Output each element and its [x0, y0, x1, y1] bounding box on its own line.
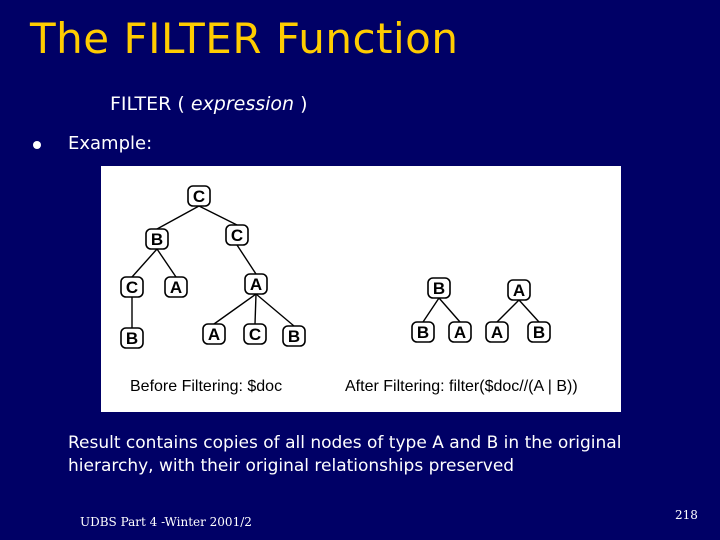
after-tree-node: B — [411, 321, 435, 343]
after-tree-node: A — [485, 321, 509, 343]
node-label: B — [433, 279, 445, 298]
syntax-keyword: FILTER — [110, 93, 172, 115]
node-label: A — [208, 325, 220, 344]
node-label: C — [231, 226, 243, 245]
node-box — [202, 323, 226, 345]
before-tree-node: C — [243, 323, 267, 345]
node-label: A — [170, 278, 182, 297]
node-box — [448, 321, 472, 343]
syntax-open-paren: ( — [177, 93, 185, 115]
before-tree-edge — [213, 293, 257, 325]
node-box — [243, 323, 267, 345]
node-box — [507, 279, 531, 301]
syntax-line: FILTER ( expression ) — [110, 93, 308, 115]
node-label: A — [250, 275, 262, 294]
node-label: C — [193, 187, 205, 206]
before-tree-node: A — [164, 276, 188, 298]
syntax-close-paren: ) — [300, 93, 308, 115]
before-tree-node: C — [225, 224, 249, 246]
before-tree-node: A — [202, 323, 226, 345]
before-tree-edge — [156, 205, 200, 230]
before-tree-edge — [255, 293, 295, 327]
node-label: B — [126, 329, 138, 348]
node-box — [282, 325, 306, 347]
edges-layer — [131, 205, 540, 328]
before-tree-node: A — [244, 273, 268, 295]
result-text: Result contains copies of all nodes of t… — [68, 433, 622, 476]
before-tree-edge — [254, 293, 257, 325]
node-box — [187, 185, 211, 207]
node-label: C — [126, 278, 138, 297]
after-tree-edge — [422, 297, 440, 323]
before-tree-node: B — [282, 325, 306, 347]
after-tree-edge — [438, 297, 461, 323]
before-tree-node: C — [120, 276, 144, 298]
node-label: A — [491, 323, 503, 342]
node-label: B — [533, 323, 545, 342]
nodes-layer: C B C C A A B A C B B A B A A B — [120, 185, 551, 349]
before-tree-edge — [156, 248, 177, 278]
syntax-argument: expression — [190, 93, 295, 115]
node-label: C — [249, 325, 261, 344]
page-number: 218 — [675, 508, 698, 522]
after-tree-node: B — [527, 321, 551, 343]
before-tree-edge — [236, 244, 257, 275]
example-label: Example: — [68, 133, 153, 154]
node-box — [120, 276, 144, 298]
before-tree-node: B — [145, 228, 169, 250]
before-caption: Before Filtering: $doc — [130, 378, 282, 395]
after-tree-node: A — [448, 321, 472, 343]
node-label: A — [513, 281, 525, 300]
node-label: A — [454, 323, 466, 342]
node-box — [527, 321, 551, 343]
before-tree-edge — [198, 205, 238, 226]
after-caption: After Filtering: filter($doc//(A | B)) — [345, 378, 578, 395]
node-box — [427, 277, 451, 299]
node-box — [411, 321, 435, 343]
bullet-dot-icon — [33, 141, 41, 149]
after-tree-edge — [496, 299, 520, 323]
node-label: B — [417, 323, 429, 342]
node-box — [164, 276, 188, 298]
node-box — [485, 321, 509, 343]
slide-title: The FILTER Function — [30, 14, 459, 63]
after-tree-node: B — [427, 277, 451, 299]
before-tree-node: C — [187, 185, 211, 207]
node-box — [244, 273, 268, 295]
node-label: B — [151, 230, 163, 249]
after-tree-edge — [518, 299, 540, 323]
node-label: B — [288, 327, 300, 346]
node-box — [120, 327, 144, 349]
after-tree-node: A — [507, 279, 531, 301]
node-box — [145, 228, 169, 250]
node-box — [225, 224, 249, 246]
before-tree-edge — [131, 248, 158, 278]
footer-text: UDBS Part 4 -Winter 2001/2 — [80, 515, 252, 529]
before-tree-node: B — [120, 327, 144, 349]
